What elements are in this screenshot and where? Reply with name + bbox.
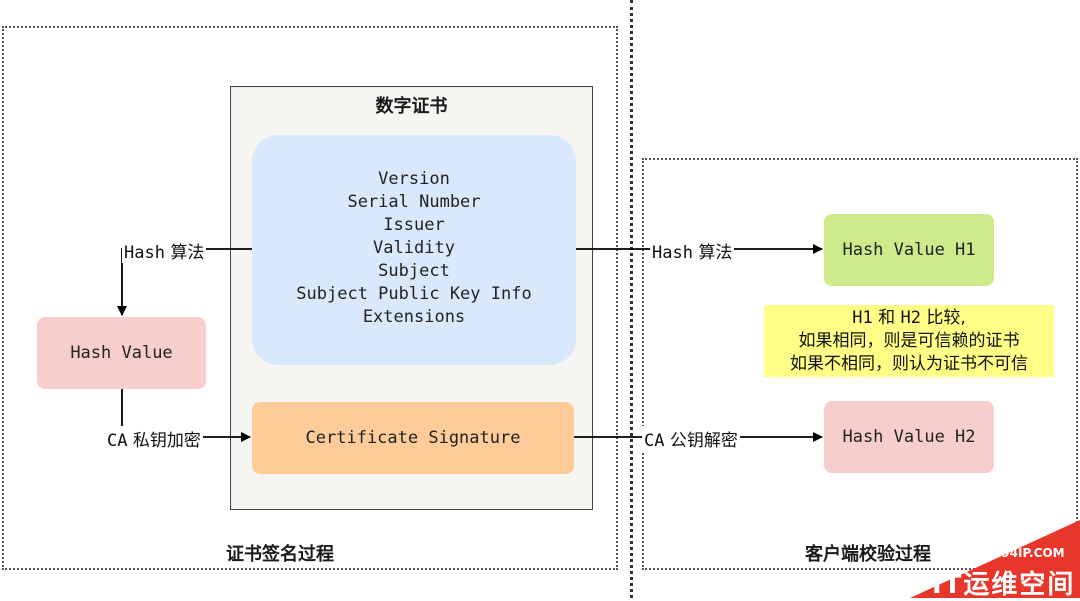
hash-value-h1-box: Hash Value H1 xyxy=(824,214,994,286)
verification-hash-prefix: Hash xyxy=(652,243,693,263)
comparison-and: 和 xyxy=(878,307,896,328)
watermark-name: IT运维空间 xyxy=(932,570,1076,600)
section-divider xyxy=(630,0,633,598)
certificate-signature-box: Certificate Signature xyxy=(252,402,574,474)
hash-value-box: Hash Value xyxy=(37,317,206,389)
certificate-fields-box xyxy=(252,135,576,365)
certificate-title: 数字证书 xyxy=(375,96,448,117)
comparison-note: H1 和 H2 比较, 如果相同，则是可信赖的证书 如果不相同，则认为证书不可信 xyxy=(764,305,1054,377)
watermark-badge xyxy=(910,520,1080,598)
verification-hash-label: Hash 算法 xyxy=(650,238,735,263)
signing-encrypt-suffix: 私钥加密 xyxy=(132,431,201,451)
signing-hash-suffix: 算法 xyxy=(170,243,205,263)
verification-hash-suffix: 算法 xyxy=(698,243,733,263)
comparison-h1: H1 xyxy=(852,307,873,328)
comparison-line-1: H1 和 H2 比较, xyxy=(852,307,966,330)
comparison-line-2: 如果相同，则是可信赖的证书 xyxy=(798,330,1020,351)
field-issuer: Issuer xyxy=(383,215,445,235)
field-subject: Subject xyxy=(378,261,450,281)
signing-section-label: 证书签名过程 xyxy=(226,544,334,565)
comparison-h2: H2 xyxy=(900,307,921,328)
field-serial-number: Serial Number xyxy=(347,192,481,212)
field-version: Version xyxy=(378,169,450,189)
verification-section-label: 客户端校验过程 xyxy=(805,544,931,565)
field-subject-public-key-info: Subject Public Key Info xyxy=(296,284,532,304)
verification-decrypt-suffix: 公钥解密 xyxy=(669,431,738,451)
field-extensions: Extensions xyxy=(362,307,466,327)
comparison-line-3: 如果不相同，则认为证书不可信 xyxy=(790,353,1028,374)
signing-encrypt-label: CA 私钥加密 xyxy=(105,426,203,451)
comparison-compare: 比较, xyxy=(926,307,966,328)
signing-encrypt-prefix: CA xyxy=(107,431,128,451)
hash-value-h2-box: Hash Value H2 xyxy=(824,401,994,473)
field-validity: Validity xyxy=(373,238,455,258)
watermark-url: WWW.94IP.COM xyxy=(958,546,1065,560)
verification-decrypt-label: CA 公钥解密 xyxy=(642,426,740,451)
signing-hash-label: Hash 算法 xyxy=(122,238,207,263)
certificate-fields-list: Version Serial Number Issuer Validity Su… xyxy=(252,168,576,329)
verification-decrypt-prefix: CA xyxy=(644,431,665,451)
verification-process-region xyxy=(642,158,1078,570)
watermark-triangle xyxy=(910,520,1080,598)
signing-process-region xyxy=(2,26,618,570)
signing-hash-prefix: Hash xyxy=(124,243,165,263)
